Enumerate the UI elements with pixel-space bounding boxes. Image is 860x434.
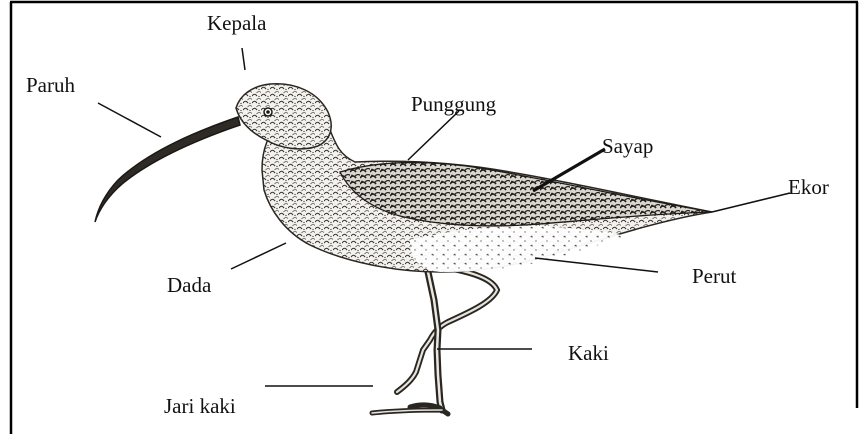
perut-leader-line [535,258,658,272]
back-leg-shape [397,268,497,392]
label-punggung: Punggung [411,92,497,116]
label-kepala: Kepala [207,11,267,35]
label-jari-kaki: Jari kaki [164,394,236,418]
label-ekor: Ekor [788,175,829,199]
ekor-leader-line [712,193,790,212]
head-shape [236,84,331,149]
dada-leader-line [231,243,286,269]
label-sayap: Sayap [602,134,653,158]
label-perut: Perut [692,264,736,288]
label-paruh: Paruh [26,73,75,97]
paruh-leader-line [98,103,161,137]
label-dada: Dada [167,273,212,297]
punggung-leader-line [408,111,459,160]
kepala-leader-line [242,48,245,70]
label-kaki: Kaki [568,341,609,365]
beak-shape [95,117,240,222]
